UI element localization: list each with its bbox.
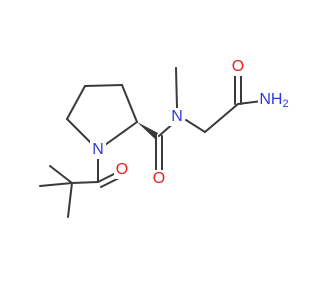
amide-nitrogen-label: N <box>171 108 183 125</box>
bond-n-methyl <box>175 67 178 109</box>
amine-nh-text: NH <box>259 91 282 108</box>
bond-ch2-c <box>204 103 239 133</box>
stereo-wedge-bond <box>137 122 158 139</box>
molecule-structure-diagram: N N NH2 O O O <box>39 58 292 218</box>
bond-ring-c5-c4 <box>66 85 86 120</box>
ring-nitrogen-label: N <box>92 141 104 158</box>
bond-tbutyl-me1 <box>49 165 73 184</box>
amine-subscript-text: 2 <box>282 98 288 110</box>
bond-ring-c4-c3 <box>84 84 123 87</box>
bond-ring-c3-c2 <box>121 84 138 123</box>
bond-tbutyl-me3 <box>67 182 73 218</box>
bond-lines <box>39 67 263 218</box>
pivaloyl-oxygen-label: O <box>116 161 128 178</box>
bond-c-o-pivaloyl-2 <box>100 177 120 188</box>
glycyl-oxygen-label: O <box>232 58 244 75</box>
atom-labels: N N NH2 O O O <box>90 58 292 188</box>
bond-tbutyl-me2 <box>39 182 73 187</box>
prolyl-oxygen-label: O <box>153 170 165 187</box>
bond-c-tbutyl <box>71 181 99 184</box>
bond-n-ch2 <box>185 119 206 133</box>
amine-nh2-label: NH2 <box>259 91 288 110</box>
